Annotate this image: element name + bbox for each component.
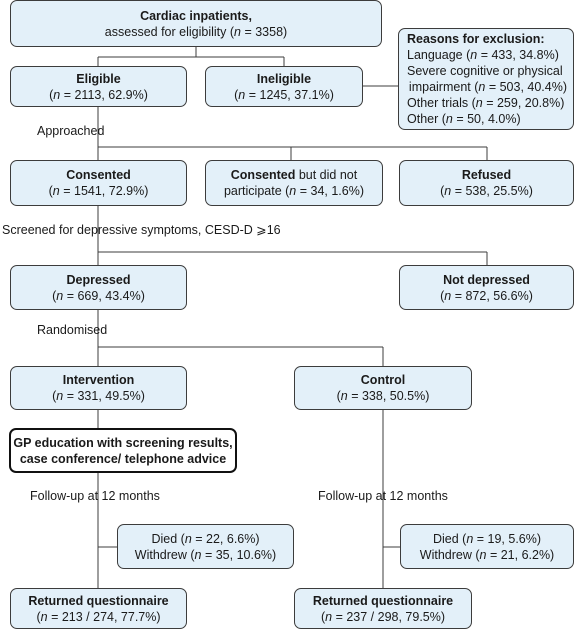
- exclusion-item-language: Language (n = 433, 34.8%): [407, 48, 559, 62]
- depressed-count: = 669, 43.4%): [63, 288, 145, 303]
- box-consented: Consented (n = 1541, 72.9%): [10, 160, 187, 206]
- box-gp-education: GP education with screening results, cas…: [9, 428, 237, 473]
- depressed-title: Depressed: [66, 272, 131, 287]
- consented-np-title: Consented: [230, 168, 296, 182]
- eligible-count: = 2113, 62.9%): [60, 87, 148, 102]
- label-followup-intervention: Follow-up at 12 months: [30, 489, 160, 503]
- gp-line2: case conference/ telephone advice: [19, 451, 227, 466]
- label-screened: Screened for depressive symptoms, CESD-D…: [2, 223, 281, 237]
- control-title: Control: [360, 373, 406, 387]
- box-consented-not-participate: Consented but did not participate (n = 3…: [205, 160, 383, 206]
- control-count: = 338, 50.5%): [347, 389, 430, 403]
- refused-count: = 538, 25.5%): [451, 184, 533, 198]
- assessed-prefix: assessed for eligibility (: [104, 24, 235, 39]
- intervention-title: Intervention: [62, 373, 135, 387]
- returned-ctl-title: Returned questionnaire: [312, 593, 454, 608]
- returned-int-count: = 213 / 274, 77.7%): [47, 609, 161, 624]
- exclusion-item-impairment-cont: impairment (n = 503, 40.4%): [408, 80, 567, 94]
- eligible-title: Eligible: [76, 71, 121, 86]
- consented-count: = 1541, 72.9%): [59, 184, 149, 198]
- exclusion-title: Reasons for exclusion:: [407, 32, 545, 46]
- returned-ctl-count: = 237 / 298, 79.5%): [332, 609, 446, 624]
- box-exclusion-reasons: Reasons for exclusion: Language (n = 433…: [398, 28, 574, 130]
- box-refused: Refused (n = 538, 25.5%): [399, 160, 574, 206]
- gp-line1: GP education with screening results,: [13, 435, 233, 450]
- assessed-count: = 3358): [240, 24, 288, 39]
- not-depressed-count: = 872, 56.6%): [451, 288, 533, 303]
- box-died-intervention: Died (n = 22, 6.6%) Withdrew (n = 35, 10…: [117, 524, 294, 569]
- box-returned-control: Returned questionnaire (n = 237 / 298, 7…: [294, 588, 472, 629]
- label-followup-control: Follow-up at 12 months: [318, 489, 448, 503]
- ineligible-title: Ineligible: [256, 71, 312, 86]
- consented-title: Consented: [66, 168, 131, 182]
- returned-int-title: Returned questionnaire: [28, 593, 169, 608]
- ineligible-count: = 1245, 37.1%): [245, 87, 334, 102]
- label-approached: Approached: [37, 124, 105, 138]
- exclusion-item-other-trials: Other trials (n = 259, 20.8%): [407, 96, 565, 110]
- box-assessed: Cardiac inpatients, assessed for eligibi…: [10, 0, 382, 47]
- assessed-n: n: [234, 24, 241, 39]
- label-randomised: Randomised: [37, 323, 108, 337]
- assessed-title: Cardiac inpatients,: [140, 8, 252, 23]
- refused-title: Refused: [461, 168, 512, 182]
- box-ineligible: Ineligible (n = 1245, 37.1%): [205, 66, 363, 107]
- box-died-control: Died (n = 19, 5.6%) Withdrew (n = 21, 6.…: [400, 524, 574, 569]
- box-control: Control (n = 338, 50.5%): [294, 366, 472, 410]
- consented-np-count: = 34, 1.6%): [296, 184, 364, 198]
- box-eligible: Eligible (n = 2113, 62.9%): [10, 66, 187, 107]
- box-returned-intervention: Returned questionnaire (n = 213 / 274, 7…: [10, 588, 187, 629]
- intervention-count: = 331, 49.5%): [63, 389, 145, 403]
- exclusion-item-other: Other (n = 50, 4.0%): [407, 112, 521, 126]
- box-intervention: Intervention (n = 331, 49.5%): [10, 366, 187, 410]
- not-depressed-title: Not depressed: [443, 272, 530, 287]
- box-not-depressed: Not depressed (n = 872, 56.6%): [399, 265, 574, 310]
- exclusion-item-impairment: Severe cognitive or physical: [407, 64, 563, 78]
- box-depressed: Depressed (n = 669, 43.4%): [10, 265, 187, 310]
